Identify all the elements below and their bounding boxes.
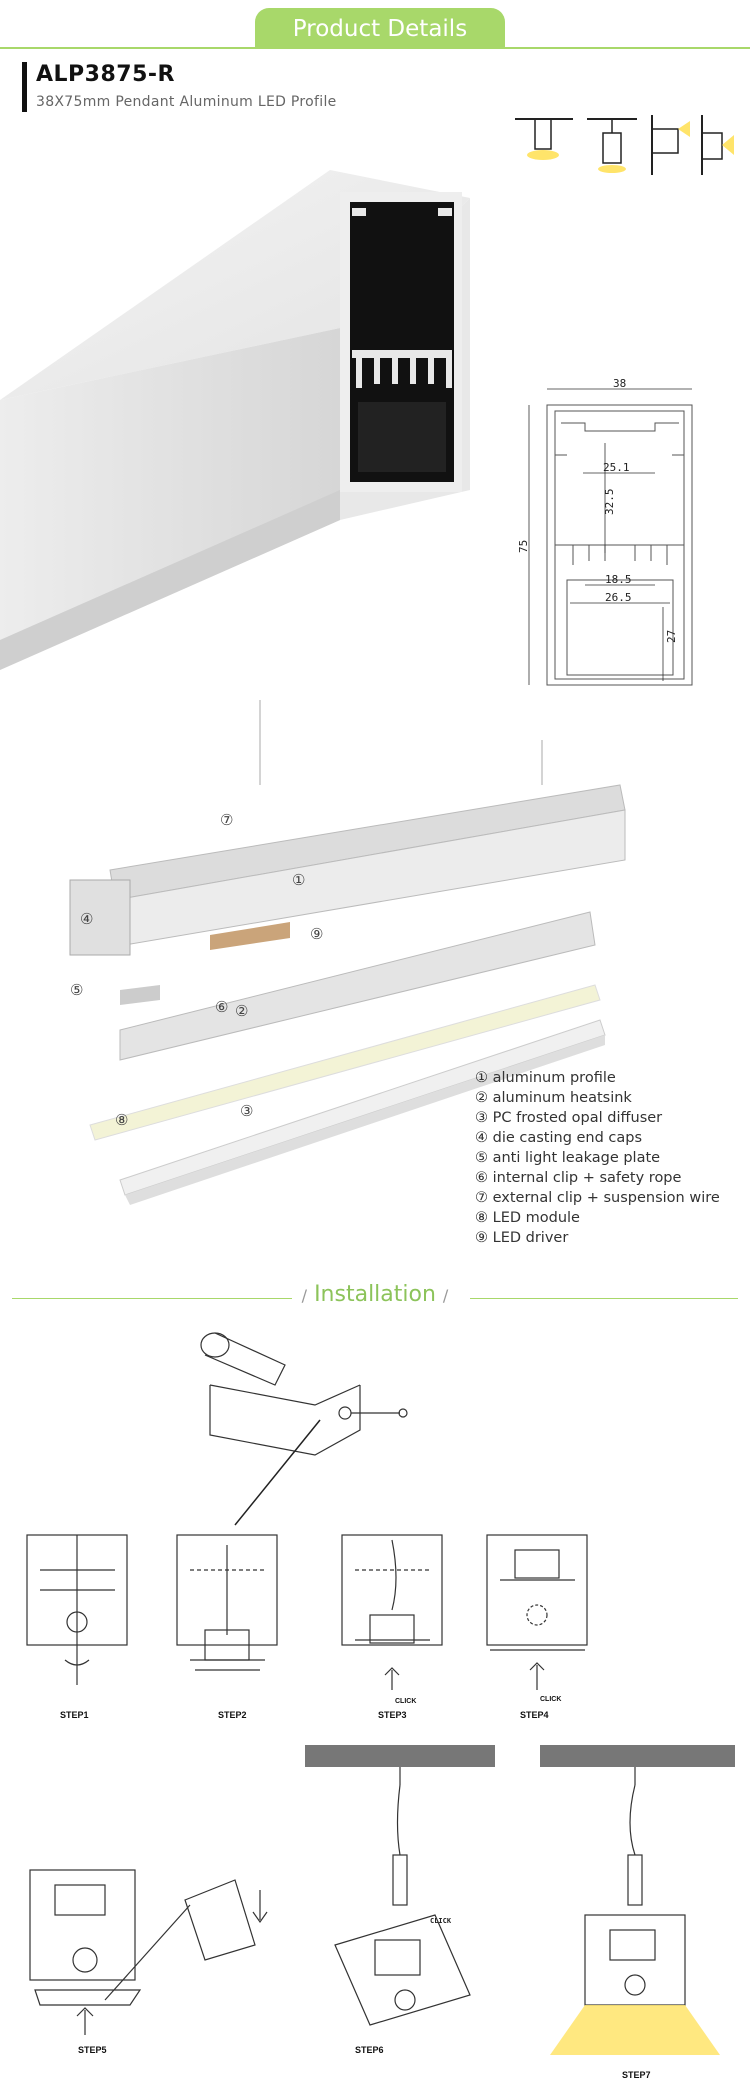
installation-divider-left [12,1298,292,1299]
pendant-mount-icon [587,118,637,173]
svg-text:②: ② [235,1002,248,1020]
svg-text:⑥: ⑥ [215,998,228,1016]
parts-legend-item: ⑧ LED module [475,1210,580,1226]
profile-3d-render [0,170,470,670]
svg-text:④: ④ [80,910,93,928]
product-description: 38X75mm Pendant Aluminum LED Profile [36,94,337,110]
svg-text:①: ① [292,871,305,889]
step1-label: STEP1 [60,1710,89,1720]
parts-legend: ① aluminum profile ② aluminum heatsink ③… [475,1068,720,1248]
step7-diagram [540,1745,735,2055]
step7-label: STEP7 [622,2070,651,2080]
dim-lower-depth-label: 27 [665,630,678,643]
step5-label: STEP5 [78,2045,107,2055]
step4-diagram [486,1534,588,1690]
step6-diagram: CLICK [305,1745,495,2026]
mounting-type-icons [515,115,734,175]
step1-diagram [26,1534,128,1685]
cross-section-drawing: 38 25.1 32.5 18.5 26.5 75 27 [517,377,693,686]
product-details-tab: Product Details [255,8,505,48]
step5-diagram [29,1869,268,2035]
parts-legend-item: ① aluminum profile [475,1070,616,1086]
parts-legend-item: ⑥ internal clip + safety rope [475,1170,682,1186]
svg-text:⑨: ⑨ [310,925,323,943]
parts-legend-item: ③ PC frosted opal diffuser [475,1110,663,1126]
suspension-detail-drawing [200,1332,408,1526]
parts-legend-item: ② aluminum heatsink [475,1090,632,1106]
step2-label: STEP2 [218,1710,247,1720]
parts-legend-item: ⑨ LED driver [475,1230,569,1246]
header-divider [0,47,750,49]
exploded-view-drawing: ⑦ ① ④ ⑨ ⑤ ⑥ ② ③ ⑧ [69,700,626,1205]
svg-text:⑧: ⑧ [115,1111,128,1129]
dim-width-label: 38 [613,377,626,390]
title-accent-bar [22,62,27,112]
dim-height-label: 75 [517,540,530,553]
dim-inner-width-label: 25.1 [603,461,630,474]
installation-divider-right [470,1298,738,1299]
parts-legend-item: ⑦ external clip + suspension wire [475,1190,720,1206]
recessed-mount-icon [515,118,573,160]
step4-click-label: CLICK [540,1696,562,1703]
step4-label: STEP4 [520,1710,549,1720]
step6-label: STEP6 [355,2045,384,2055]
step3-label: STEP3 [378,1710,407,1720]
svg-text:③: ③ [240,1102,253,1120]
wall-mount-up-icon [651,115,690,175]
step2-diagram [176,1534,278,1671]
wall-mount-side-icon [701,115,734,175]
installation-title: / Installation / [301,1282,449,1307]
step3-diagram [341,1534,443,1690]
step3-click-label: CLICK [395,1698,417,1705]
parts-legend-item: ⑤ anti light leakage plate [475,1150,661,1166]
svg-text:⑤: ⑤ [70,981,83,999]
dim-inner-depth-label: 32.5 [603,489,616,516]
parts-legend-item: ④ die casting end caps [475,1130,643,1146]
product-model: ALP3875-R [36,62,175,87]
step6-click-label: CLICK [430,1917,452,1925]
dim-led-width-label: 18.5 [605,573,632,586]
dim-channel-width-label: 26.5 [605,591,632,604]
svg-text:⑦: ⑦ [220,811,233,829]
